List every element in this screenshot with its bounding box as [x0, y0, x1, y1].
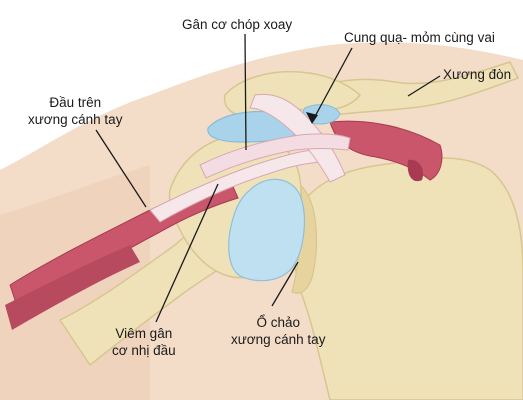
leader-humerus-head	[95, 129, 147, 208]
leader-biceps	[155, 183, 219, 323]
biceps-muscle-lower	[5, 245, 140, 330]
leader-glenoid	[271, 261, 299, 307]
leader-rotator-cuff	[244, 33, 247, 151]
articular-cartilage	[228, 178, 305, 282]
label-humerus-head: Đầu trên xương cánh tay	[28, 95, 123, 127]
clavicle	[298, 61, 520, 119]
rotator-cuff-tendon	[249, 93, 346, 183]
label-biceps-tendinitis: Viêm gân cơ nhị đầu	[112, 326, 176, 358]
label-rotator-cuff: Gân cơ chóp xoay	[182, 17, 293, 32]
leader-acromial-arch	[311, 47, 353, 123]
label-clavicle: Xương đòn	[443, 67, 512, 82]
label-glenoid: Ổ chảo xương cánh tay	[231, 315, 326, 347]
label-acromial-arch: Cung quạ- mỏm cùng vai	[344, 30, 495, 45]
rotator-cuff-band	[199, 133, 351, 179]
muscle-right-tip	[407, 159, 424, 182]
leader-acromial-arrowhead	[306, 112, 318, 124]
leader-lines	[95, 33, 441, 323]
scapula	[292, 157, 523, 400]
leader-clavicle	[407, 75, 441, 97]
